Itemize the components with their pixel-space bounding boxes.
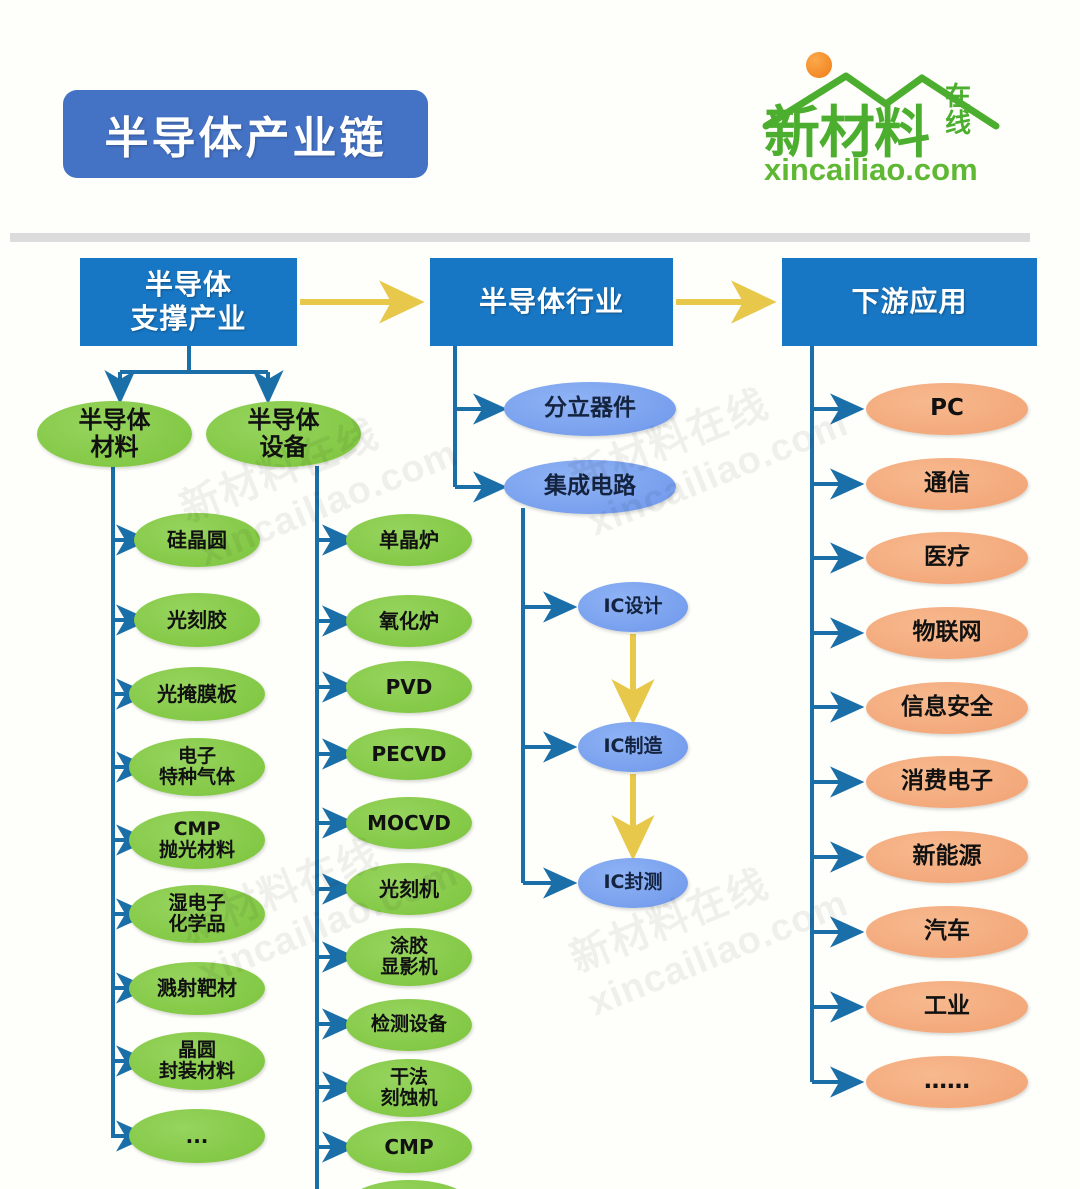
node-equipment[interactable]: PVD [346,661,472,713]
node-application[interactable]: PC [866,383,1028,435]
node-equipment[interactable]: CMP [346,1121,472,1173]
node-application[interactable]: …… [866,1056,1028,1108]
node-label: ... [185,1123,209,1148]
logo-suffix-line1: 在 [945,82,972,112]
node-label: 半导体设备 [247,406,320,461]
node-label: 干法刻蚀机 [380,1065,438,1109]
node-label: 半导体材料 [78,406,151,461]
node-label: 光刻机 [379,876,439,901]
node-label: 信息安全 [901,694,993,721]
logo-domain: xincailiao.com [764,152,978,187]
node-label: MOCVD [367,810,451,835]
header-box-label: 半导体行业 [478,285,624,318]
site-logo: 新材料 在 线 xincailiao.com [760,50,1005,190]
node-discrete-devices[interactable]: 分立器件 [504,382,676,436]
node-material[interactable]: 湿电子化学品 [129,885,265,943]
node-application[interactable]: 消费电子 [866,756,1028,808]
node-label: 检测设备 [370,1013,447,1036]
node-label: PC [930,395,964,422]
sun-icon [806,52,832,78]
page-title-text: 半导体产业链 [104,113,387,164]
node-application[interactable]: 通信 [866,458,1028,510]
node-equipment[interactable]: MOCVD [346,797,472,849]
node-label: 医疗 [924,544,970,571]
node-label: 晶圆封装材料 [158,1038,235,1082]
node-label: 分立器件 [544,395,636,422]
node-label: 物联网 [912,619,982,646]
header-box-support-industry[interactable]: 半导体支撑产业 [80,258,297,346]
node-label: 硅晶圆 [167,527,227,552]
header-box-semiconductor-industry[interactable]: 半导体行业 [430,258,673,346]
node-application[interactable]: 汽车 [866,906,1028,958]
header-box-label: 半导体支撑产业 [130,268,247,335]
node-label: 氧化炉 [379,608,439,633]
logo-suffix-line2: 线 [945,109,972,139]
node-application[interactable]: 新能源 [866,831,1028,883]
node-equipment[interactable] [346,1180,472,1189]
header-box-label: 下游应用 [851,285,968,318]
roof-icon [762,72,1000,130]
node-equipment[interactable]: 检测设备 [346,999,472,1051]
node-material[interactable]: ... [129,1109,265,1163]
node-material[interactable]: 光掩膜板 [129,667,265,721]
node-ic-manufacturing[interactable]: IC制造 [578,722,688,772]
node-label: 湿电子化学品 [168,891,226,935]
node-label: 光掩膜板 [157,681,237,706]
node-equipment[interactable]: 干法刻蚀机 [346,1059,472,1117]
node-semiconductor-equipment[interactable]: 半导体设备 [206,401,361,467]
node-label: PVD [385,674,433,699]
node-label: 溅射靶材 [157,976,237,1001]
node-equipment[interactable]: PECVD [346,728,472,780]
node-equipment[interactable]: 光刻机 [346,863,472,915]
node-label: 集成电路 [544,473,636,500]
logo-brand-suffix: 在 线 [945,84,971,138]
node-application[interactable]: 医疗 [866,532,1028,584]
node-label: 工业 [924,993,970,1020]
node-label: CMP [384,1134,434,1159]
node-equipment[interactable]: 涂胶显影机 [346,928,472,986]
node-label: 汽车 [924,918,970,945]
node-label: 光刻胶 [167,607,227,632]
node-equipment[interactable]: 氧化炉 [346,595,472,647]
node-application[interactable]: 物联网 [866,607,1028,659]
node-label: PECVD [371,741,447,766]
node-label: 电子特种气体 [158,744,235,788]
node-label: …… [924,1068,970,1095]
node-integrated-circuit[interactable]: 集成电路 [504,460,676,514]
header-divider [10,233,1030,242]
node-material[interactable]: 光刻胶 [134,593,260,647]
node-label: 单晶炉 [379,527,439,552]
node-material[interactable]: 晶圆封装材料 [129,1032,265,1090]
node-material[interactable]: 电子特种气体 [129,738,265,796]
node-label: 通信 [924,470,970,497]
node-label: IC制造 [603,735,663,758]
node-application[interactable]: 工业 [866,981,1028,1033]
logo-brand-cn: 新材料 [764,101,930,166]
node-semiconductor-materials[interactable]: 半导体材料 [37,401,192,467]
node-material[interactable]: 硅晶圆 [134,513,260,567]
header-box-downstream-applications[interactable]: 下游应用 [782,258,1037,346]
page-title: 半导体产业链 [63,90,428,178]
node-label: 新能源 [912,843,982,870]
node-equipment[interactable]: 单晶炉 [346,514,472,566]
node-ic-design[interactable]: IC设计 [578,582,688,632]
node-label: 涂胶显影机 [380,934,438,978]
node-label: 消费电子 [901,768,993,795]
node-material[interactable]: 溅射靶材 [129,962,265,1015]
node-label: IC封测 [603,871,663,894]
node-application[interactable]: 信息安全 [866,682,1028,734]
node-ic-packaging-test[interactable]: IC封测 [578,858,688,908]
node-label: IC设计 [603,595,663,618]
